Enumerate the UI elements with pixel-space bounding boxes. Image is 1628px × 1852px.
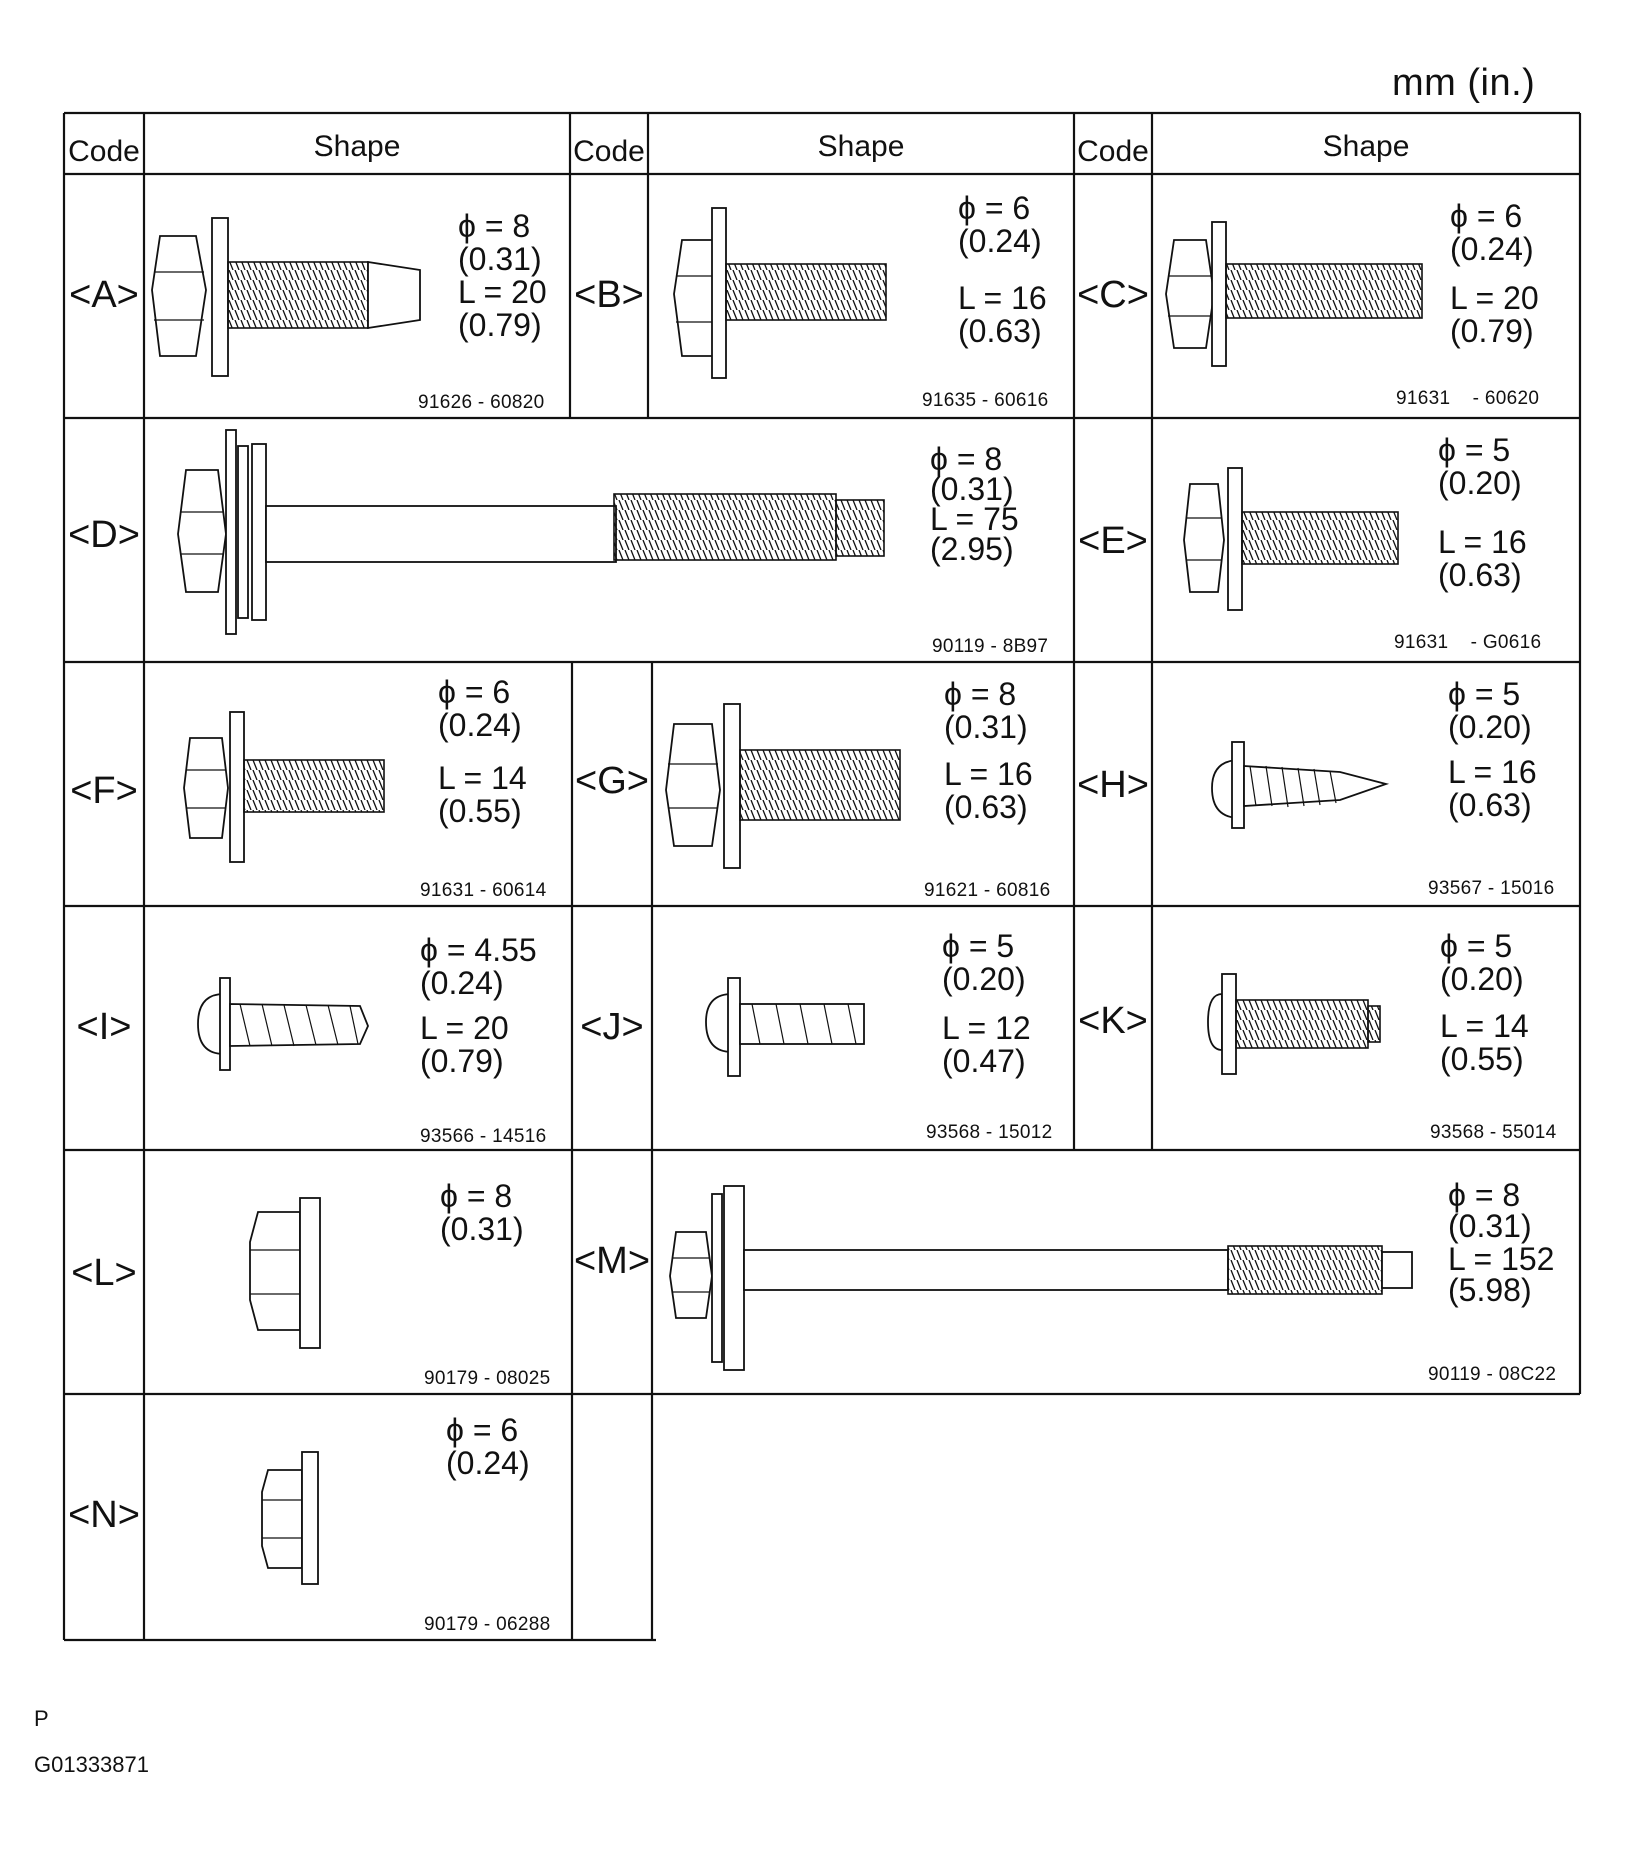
part-number-j: 93568 - 15012 <box>926 1122 1053 1143</box>
code-h: <H> <box>1077 764 1149 806</box>
screw-k-drawing <box>1207 973 1381 1075</box>
bolt-f-drawing <box>183 711 385 863</box>
bolt-d-drawing <box>177 429 885 635</box>
spec-c: ϕ = 6(0.24) L = 20(0.79) <box>1450 198 1539 349</box>
screw-j-drawing <box>705 977 865 1077</box>
part-number-e: 91631 - G0616 <box>1394 632 1542 653</box>
spec-n: ϕ = 6(0.24) <box>446 1412 530 1481</box>
spec-m: ϕ = 8(0.31) L = 152(5.98) <box>1448 1177 1555 1308</box>
units-label: mm (in.) <box>1392 62 1536 104</box>
code-k: <K> <box>1078 1000 1148 1042</box>
code-f: <F> <box>70 770 138 812</box>
part-number-n: 90179 - 06288 <box>424 1614 551 1635</box>
code-e: <E> <box>1078 520 1148 562</box>
figure-id: G01333871 <box>34 1752 149 1777</box>
code-n: <N> <box>68 1494 140 1536</box>
part-number-f: 91631 - 60614 <box>420 880 547 901</box>
part-number-h: 93567 - 15016 <box>1428 878 1555 899</box>
part-number-a: 91626 - 60820 <box>418 392 545 413</box>
code-i: <I> <box>76 1006 132 1048</box>
spec-l: ϕ = 8(0.31) <box>440 1178 524 1247</box>
part-number-l: 90179 - 08025 <box>424 1368 551 1389</box>
code-g: <G> <box>575 760 649 802</box>
bolt-b-drawing <box>673 207 887 379</box>
spec-k: ϕ = 5(0.20) L = 14(0.55) <box>1440 928 1529 1077</box>
bolt-e-drawing <box>1183 467 1399 611</box>
part-number-b: 91635 - 60616 <box>922 390 1049 411</box>
spec-g: ϕ = 8(0.31) L = 16(0.63) <box>944 676 1033 825</box>
header-shape-2: Shape <box>817 130 905 163</box>
part-number-d: 90119 - 8B97 <box>932 636 1049 657</box>
code-d: <D> <box>68 514 140 556</box>
code-b: <B> <box>574 274 644 316</box>
spec-f: ϕ = 6(0.24) L = 14(0.55) <box>438 674 527 829</box>
part-number-i: 93566 - 14516 <box>420 1126 547 1147</box>
header-shape-1: Shape <box>313 130 401 163</box>
bolt-g-drawing <box>665 703 901 869</box>
code-a: <A> <box>69 274 139 316</box>
code-c: <C> <box>1077 274 1149 316</box>
code-m: <M> <box>573 1240 651 1282</box>
part-number-k: 93568 - 55014 <box>1430 1122 1557 1143</box>
screw-i-drawing <box>197 977 369 1071</box>
spec-a: ϕ = 8(0.31) L = 20(0.79) <box>458 208 547 343</box>
part-number-g: 91621 - 60816 <box>924 880 1051 901</box>
header-shape-3: Shape <box>1322 130 1410 163</box>
bolt-c-drawing <box>1165 221 1423 367</box>
part-number-m: 90119 - 08C22 <box>1428 1364 1557 1385</box>
footer-mark: P <box>34 1706 49 1731</box>
spec-b: ϕ = 6(0.24) L = 16(0.63) <box>958 190 1047 349</box>
code-j: <J> <box>580 1006 644 1048</box>
spec-h: ϕ = 5(0.20) L = 16(0.63) <box>1448 676 1537 823</box>
nut-l-drawing <box>249 1197 321 1349</box>
nut-n-drawing <box>261 1451 319 1585</box>
spec-j: ϕ = 5(0.20) L = 12(0.47) <box>942 928 1031 1079</box>
code-l: <L> <box>71 1252 137 1294</box>
spec-e: ϕ = 5(0.20) L = 16(0.63) <box>1438 432 1527 593</box>
spec-i: ϕ = 4.55(0.24) L = 20(0.79) <box>420 932 537 1079</box>
part-number-c: 91631 - 60620 <box>1396 388 1540 409</box>
header-code-1: Code <box>68 135 140 168</box>
bolt-m-drawing <box>669 1185 1413 1371</box>
header-code-3: Code <box>1077 135 1149 168</box>
bolt-a-drawing <box>151 217 421 377</box>
spec-d: ϕ = 8(0.31) L = 75(2.95) <box>930 441 1019 567</box>
header-code-2: Code <box>573 135 645 168</box>
screw-h-drawing <box>1211 741 1390 829</box>
